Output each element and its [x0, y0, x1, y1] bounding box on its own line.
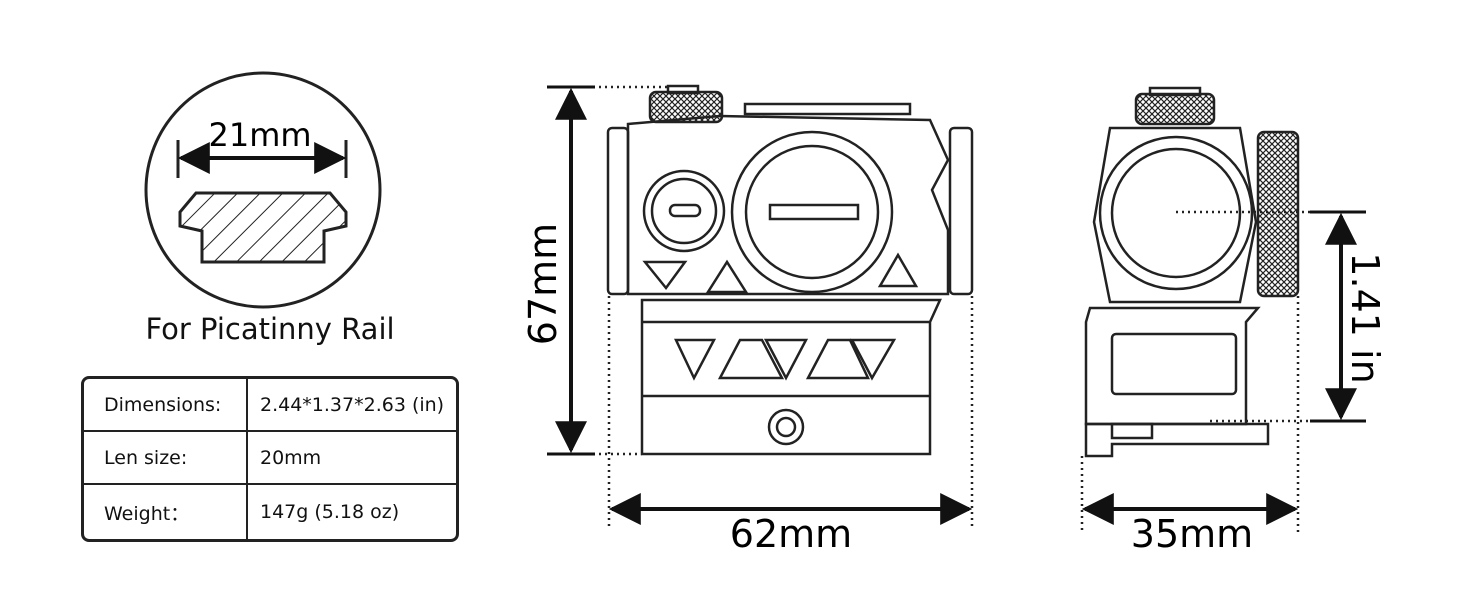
- side-top-rail: [743, 102, 912, 116]
- mount-cutout-1: [674, 338, 717, 381]
- axis-height-label: 1.41 in: [1343, 252, 1387, 383]
- battery-cap-slot: [668, 203, 702, 218]
- front-windage-turret: [1256, 130, 1300, 298]
- side-view: [547, 84, 974, 530]
- rail-caption: For Picatinny Rail: [145, 312, 395, 346]
- battery-cap-inner: [650, 177, 718, 245]
- side-housing: [626, 114, 950, 296]
- spec-value: 147g (5.18 oz): [260, 501, 400, 523]
- side-height-label: 67mm: [521, 223, 565, 345]
- spec-key: Dimensions:: [84, 379, 248, 430]
- front-width-label: 35mm: [1131, 512, 1253, 556]
- rail-width-label: 21mm: [208, 116, 311, 154]
- spec-value: 20mm: [260, 446, 322, 469]
- side-cutout-2: [705, 259, 749, 294]
- side-end-cap-left: [606, 126, 630, 296]
- battery-cap-outer: [642, 169, 726, 253]
- rail-detail-circle: [144, 71, 382, 309]
- spec-row: Weight： 147g (5.18 oz): [84, 485, 456, 539]
- picatinny-rail-profile: [178, 191, 348, 264]
- spec-key: Len size:: [84, 432, 248, 483]
- spec-row: Dimensions: 2.44*1.37*2.63 (in): [84, 379, 456, 432]
- spec-value: 2.44*1.37*2.63 (in): [260, 393, 445, 416]
- side-elevation-turret: [648, 90, 724, 124]
- front-housing: [1092, 126, 1258, 304]
- mount-screw-inner: [775, 416, 797, 438]
- side-width-label: 62mm: [730, 512, 852, 556]
- mount-cutout-5: [849, 338, 897, 381]
- windage-cap-ring: [730, 130, 894, 294]
- side-end-cap-right: [948, 126, 974, 296]
- spec-row: Len size: 20mm: [84, 432, 456, 485]
- side-turret-cap: [666, 84, 700, 95]
- side-cutout-1: [642, 260, 688, 291]
- side-cutout-3: [877, 252, 919, 288]
- front-clamp-screw: [1110, 422, 1154, 440]
- mount-cutout-3: [763, 338, 809, 381]
- front-mount-base: [1084, 422, 1270, 458]
- front-mount-window: [1110, 332, 1238, 396]
- windage-cap-slot: [768, 203, 860, 221]
- side-mount: [640, 298, 942, 456]
- mount-cutout-4: [805, 338, 870, 380]
- mount-screw-outer: [767, 408, 805, 446]
- front-view: [1080, 86, 1366, 532]
- front-turret-cap: [1148, 86, 1202, 97]
- front-lens-ring: [1098, 135, 1254, 291]
- spec-table: Dimensions: 2.44*1.37*2.63 (in) Len size…: [81, 376, 459, 542]
- front-elevation-turret: [1134, 92, 1216, 126]
- windage-cap-face: [744, 144, 880, 280]
- mount-cutout-2: [717, 338, 785, 380]
- front-lens: [1110, 147, 1242, 279]
- rail-detail: 21mm: [144, 71, 382, 309]
- spec-key: Weight：: [84, 485, 248, 539]
